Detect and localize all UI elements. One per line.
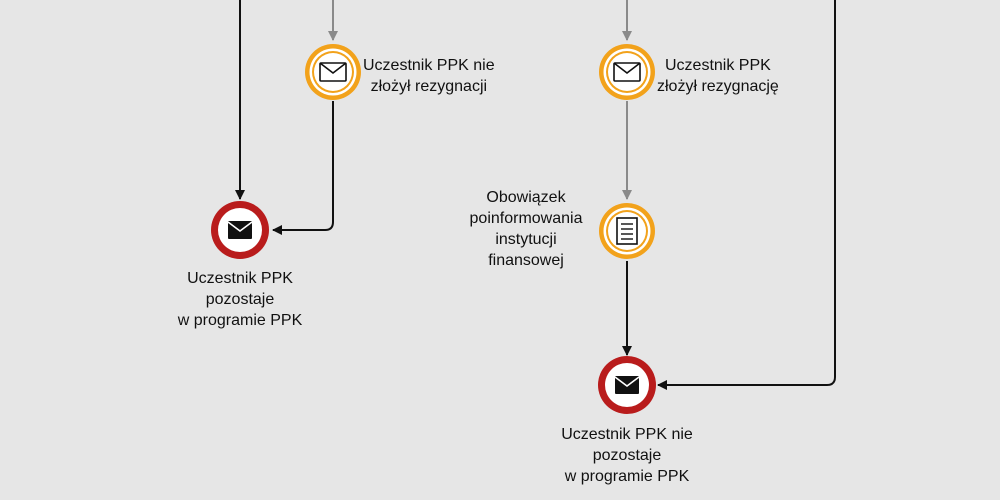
- event-e1-label-line: Uczestnik PPK nie: [363, 57, 495, 74]
- event-e2-label: Uczestnik PPK złożył rezygnację: [657, 55, 779, 97]
- event-e2-label-line: Uczestnik PPK: [665, 57, 771, 74]
- end-event-end1-label-line: Uczestnik PPK: [187, 270, 293, 287]
- end-event-end2[interactable]: [598, 356, 656, 414]
- envelope-icon: [319, 62, 347, 82]
- event-e3-label-line: instytucji: [495, 231, 557, 248]
- end-event-end1-label-line: w programie PPK: [177, 312, 303, 329]
- event-e2-label-line: złożył rezygnację: [657, 78, 779, 95]
- event-e1-label-line: złożył rezygnacji: [370, 78, 488, 95]
- event-e3-label: Obowiązek poinformowania instytucji fina…: [459, 187, 593, 271]
- event-e1[interactable]: [305, 44, 361, 100]
- event-e2[interactable]: [599, 44, 655, 100]
- end-event-end1-label: Uczestnik PPK pozostaje w programie PPK: [140, 268, 340, 331]
- event-e3[interactable]: [599, 203, 655, 259]
- filled-envelope-icon: [227, 221, 253, 239]
- filled-envelope-icon: [614, 376, 640, 394]
- end-event-end1-label-line: pozostaje: [205, 291, 275, 308]
- end-event-end1[interactable]: [211, 201, 269, 259]
- flow-right-to-end2: [657, 0, 836, 390]
- document-icon: [616, 217, 638, 245]
- end-event-end2-label-line: Uczestnik PPK nie: [561, 426, 693, 443]
- flow-e1-to-end1: [272, 101, 334, 235]
- event-e3-label-line: poinformowania: [469, 210, 583, 227]
- envelope-icon: [613, 62, 641, 82]
- end-event-end2-label: Uczestnik PPK nie pozostaje w programie …: [517, 424, 737, 487]
- event-e3-label-line: finansowej: [488, 252, 564, 269]
- end-event-end2-label-line: w programie PPK: [564, 468, 690, 485]
- event-e3-label-line: Obowiązek: [486, 189, 566, 206]
- event-e1-label: Uczestnik PPK nie złożył rezygnacji: [363, 55, 495, 97]
- end-event-end2-label-line: pozostaje: [592, 447, 662, 464]
